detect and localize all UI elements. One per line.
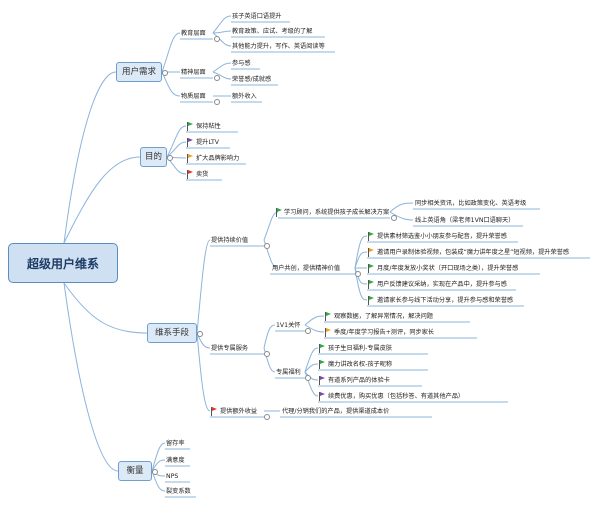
flag-purple-icon — [187, 138, 193, 147]
branch-metrics[interactable]: 衡量 — [118, 461, 152, 481]
benefit-item[interactable]: 有道系列产品的体验卡 — [328, 377, 390, 384]
benefit-item[interactable]: 续费优惠，购买优惠（包括秒答、有道其他产品） — [328, 393, 465, 400]
goal-item[interactable]: 卖货 — [196, 171, 209, 178]
metric-item[interactable]: 留存率 — [166, 440, 185, 447]
goal-item[interactable]: 扩大品牌影响力 — [196, 155, 240, 162]
flag-red-icon — [211, 407, 217, 416]
co-creation-item[interactable]: 邀请用户录制体验视频，包装成“魔力讲年度之星”短视频，提升荣誉感 — [377, 249, 570, 256]
flag-green-icon — [368, 264, 374, 273]
topic-spirit[interactable]: 精神层面 — [181, 69, 206, 76]
topic-care[interactable]: 1V1关怀 — [276, 322, 301, 329]
spirit-item[interactable]: 参与感 — [232, 60, 251, 67]
advisor-item[interactable]: 线上英语角（梁老师1VN口语聊天） — [415, 217, 515, 224]
collapse-dot[interactable] — [214, 75, 220, 81]
care-item[interactable]: 观察数据，了解异常情况，解决问题 — [334, 313, 433, 320]
topic-learning-advisor[interactable]: 学习顾问，系统提供孩子成长解决方案 — [284, 209, 390, 216]
branch-user-needs[interactable]: 用户需求 — [116, 62, 162, 82]
metric-item[interactable]: 裂变系数 — [166, 488, 191, 495]
extra-income-item[interactable]: 代理/分销我们的产品，提供渠道成本价 — [282, 408, 390, 415]
topic-exclusive-service[interactable]: 提供专属服务 — [211, 345, 249, 352]
flag-purple-icon — [319, 392, 325, 401]
branch-goals-label: 目的 — [144, 152, 162, 162]
collapse-dot[interactable] — [152, 469, 158, 475]
collapse-dot[interactable] — [214, 99, 220, 105]
education-item[interactable]: 其他能力提升，写作、英语阅读等 — [232, 43, 325, 50]
goal-item[interactable]: 提升LTV — [196, 139, 219, 146]
branch-methods[interactable]: 维系手段 — [147, 323, 197, 343]
collapse-dot[interactable] — [167, 155, 173, 161]
topic-extra-income[interactable]: 提供额外收益 — [220, 408, 258, 415]
education-item[interactable]: 教育政策、应试、考级的了解 — [232, 28, 313, 35]
flag-green-icon — [187, 122, 193, 131]
metric-item[interactable]: NPS — [166, 473, 179, 480]
topic-co-creation[interactable]: 用户共创，提供精神价值 — [272, 265, 341, 272]
collapse-dot[interactable] — [162, 70, 168, 76]
co-creation-item[interactable]: 提供素材筛选鉴小小朋友参与配音，提升荣誉感 — [377, 233, 507, 240]
advisor-item[interactable]: 同步相关资讯，比如政策变化、英语考级 — [415, 200, 527, 207]
flag-green-icon — [319, 360, 325, 369]
collapse-dot[interactable] — [264, 243, 270, 249]
branch-metrics-label: 衡量 — [126, 466, 144, 476]
flag-purple-icon — [319, 376, 325, 385]
metric-item[interactable]: 满意度 — [166, 457, 185, 464]
flag-green-icon — [368, 232, 374, 241]
flag-orange-icon — [187, 154, 193, 163]
collapse-dot[interactable] — [305, 328, 311, 334]
benefit-item[interactable]: 孩子生日福利-专属皮肤 — [328, 345, 393, 352]
flag-green-icon — [276, 208, 282, 217]
spirit-item[interactable]: 荣誉感/成就感 — [232, 76, 272, 83]
flag-red-icon — [187, 170, 193, 179]
collapse-dot[interactable] — [355, 271, 361, 277]
root-node[interactable]: 超级用户维系 — [8, 243, 118, 283]
collapse-dot[interactable] — [214, 36, 220, 42]
flag-green-icon — [319, 344, 325, 353]
collapse-dot[interactable] — [264, 414, 270, 420]
co-creation-item[interactable]: 月度/年度发放小奖状（开口现场之类），提升荣誉感 — [377, 265, 519, 272]
collapse-dot[interactable] — [264, 351, 270, 357]
education-item[interactable]: 孩子英语口语提升 — [232, 13, 282, 20]
topic-benefits[interactable]: 专属福利 — [276, 369, 301, 376]
flag-green-icon — [325, 312, 331, 321]
branch-methods-label: 维系手段 — [154, 328, 189, 338]
goal-item[interactable]: 保持粘性 — [196, 123, 221, 130]
collapse-dot[interactable] — [391, 215, 397, 221]
co-creation-item[interactable]: 邀请家长参与线下活动分享，提升参与感和荣誉感 — [377, 297, 514, 304]
benefit-item[interactable]: 魔力讲改名权-孩子昵称 — [328, 361, 393, 368]
flag-orange-icon — [325, 328, 331, 337]
collapse-dot[interactable] — [305, 375, 311, 381]
root-label: 超级用户维系 — [26, 256, 99, 271]
topic-education[interactable]: 教育层面 — [181, 30, 206, 37]
collapse-dot[interactable] — [197, 331, 203, 337]
flag-green-icon — [368, 296, 374, 305]
material-item[interactable]: 额外收入 — [232, 93, 257, 100]
branch-goals[interactable]: 目的 — [140, 147, 167, 167]
co-creation-item[interactable]: 用户反馈建议采纳，实现在产品中，提升参与感 — [377, 281, 507, 288]
flag-orange-icon — [368, 248, 374, 257]
topic-continuous-value[interactable]: 提供持续价值 — [211, 237, 249, 244]
flag-green-icon — [368, 280, 374, 289]
topic-material[interactable]: 物质层面 — [181, 93, 206, 100]
care-item[interactable]: 季度/年度学习报告+测评，同步家长 — [334, 329, 435, 336]
branch-user-needs-label: 用户需求 — [121, 67, 156, 77]
